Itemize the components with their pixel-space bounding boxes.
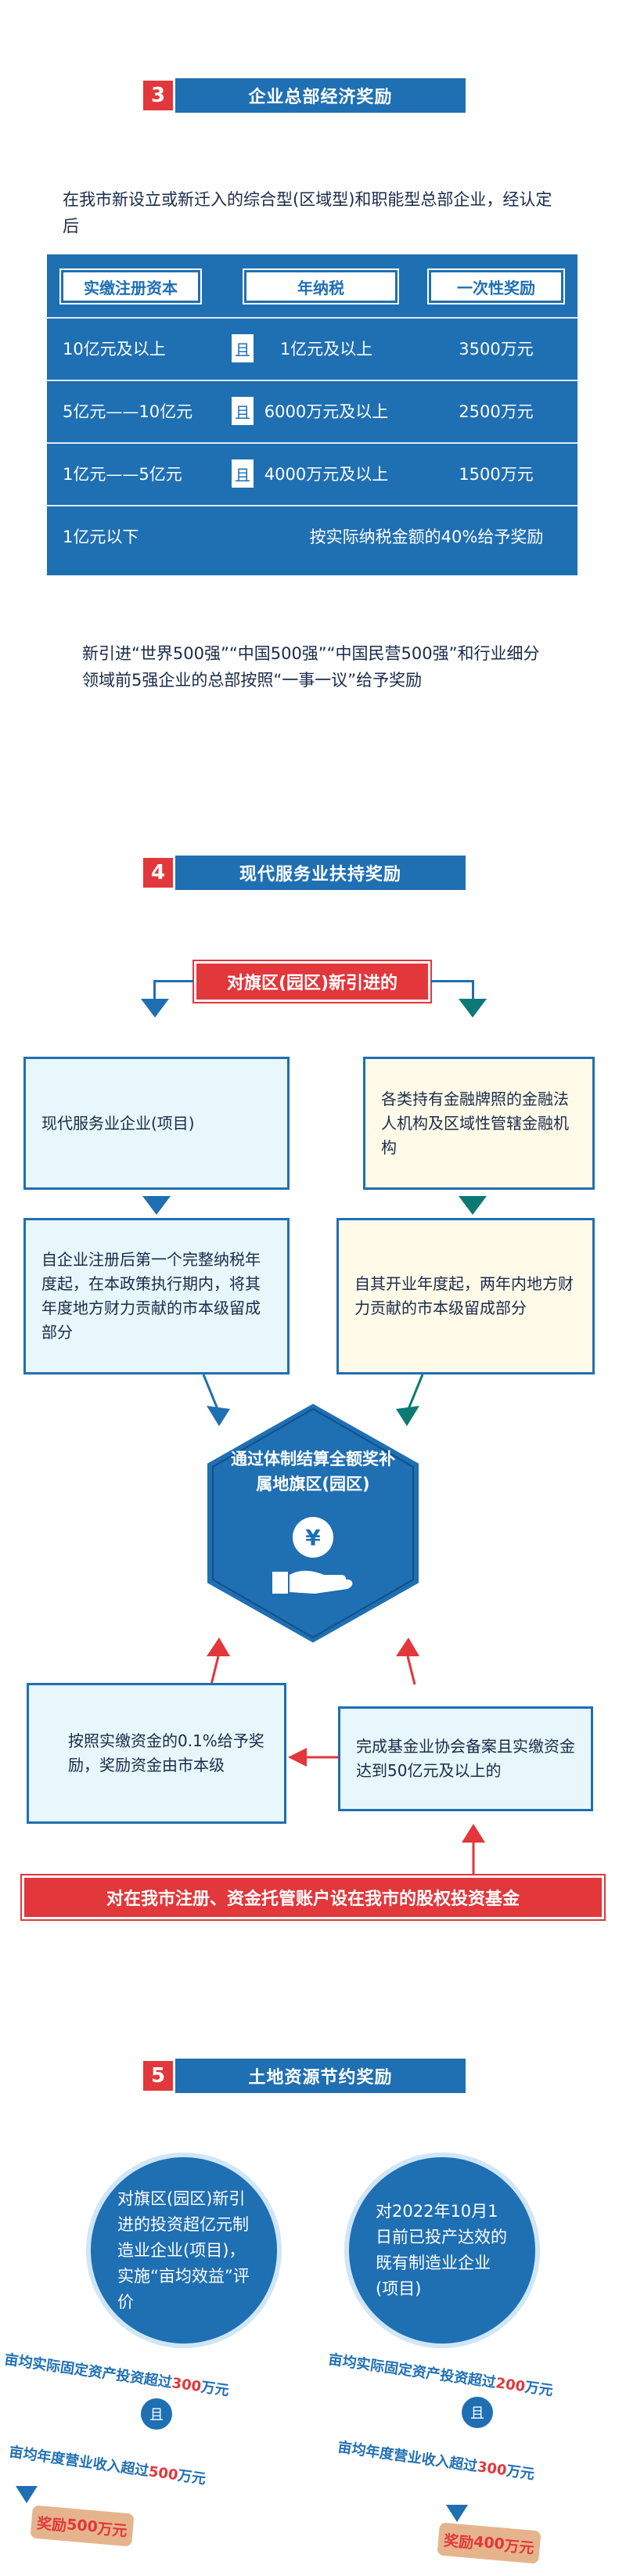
cell-capital: 5亿元——10亿元: [63, 402, 193, 421]
left-condition-revenue: 亩均年度营业收入超过500万元: [8, 2441, 207, 2488]
section-3-header: 3 企业总部经济奖励: [141, 78, 466, 113]
arrow-down-icon: [459, 1196, 487, 1215]
arrow-down-icon: [16, 2486, 38, 2503]
award-value: 500: [66, 2516, 99, 2536]
section-5-header: 5 土地资源节约奖励: [141, 2059, 466, 2093]
table-header-award: 一次性奖励: [427, 268, 565, 304]
and-marker: 且: [462, 2397, 493, 2428]
arrow-icon: [396, 1406, 419, 1426]
section-3-note: 新引进“世界500强”“中国500强”“中国民营500强”和行业细分领域前5强企…: [82, 644, 540, 690]
condition-value: 200: [495, 2375, 527, 2396]
and-marker: 且: [230, 458, 255, 489]
arrow-left-icon: [288, 1748, 338, 1767]
and-marker: 且: [141, 2398, 172, 2430]
financial-contribution-box: 自其开业年度起，两年内地方财力贡献的市本级留成部分: [336, 1218, 595, 1374]
arrow-down-icon: [142, 1196, 171, 1215]
fund-reward-box: 按照实缴资金的0.1%给予奖励，奖励资金由市本级: [27, 1683, 286, 1824]
connector: [153, 980, 156, 999]
row-divider: [47, 380, 577, 381]
cell-tax: 1亿元及以上: [279, 340, 373, 358]
table-header-tax: 年纳税: [243, 268, 399, 304]
box-text: 自其开业年度起，两年内地方财力贡献的市本级留成部分: [354, 1274, 574, 1317]
arrow-icon: [207, 1406, 230, 1426]
condition-unit: 万元: [200, 2379, 231, 2400]
row-divider: [47, 505, 577, 506]
circle-text: 对旗区(园区)新引进的投资超亿元制造业企业(项目)，实施“亩均效益”评价: [117, 2189, 250, 2311]
award-unit: 万元: [96, 2520, 128, 2540]
and-marker: 且: [230, 333, 255, 364]
arrow-up-icon: [462, 1824, 485, 1875]
condition-unit: 万元: [505, 2463, 536, 2484]
connector: [472, 980, 474, 999]
condition-text: 亩均年度营业收入超过: [8, 2444, 150, 2480]
arrow-up-icon: [207, 1637, 230, 1656]
section-3-intro: 在我市新设立或新迁入的综合型(区域型)和职能型总部企业，经认定后: [63, 190, 552, 236]
right-circle: 对2022年10月1日前已投产达效的既有制造业企业(项目): [344, 2153, 540, 2348]
financial-institution-box: 各类持有金融牌照的金融法人机构及区域性管辖金融机构: [363, 1057, 595, 1190]
cell-note: 按实际纳税金额的40%给予奖励: [309, 528, 544, 546]
section-number: 5: [141, 2059, 175, 2093]
modern-service-enterprise-box: 现代服务业企业(项目): [23, 1057, 290, 1190]
cell-capital: 10亿元及以上: [63, 340, 166, 358]
fund-condition-box: 完成基金业协会备案且实缴资金达到50亿元及以上的: [338, 1706, 593, 1811]
circle-text: 对2022年10月1日前已投产达效的既有制造业企业(项目): [376, 2202, 507, 2298]
left-condition-investment: 亩均实际固定资产投资超过300万元: [3, 2348, 230, 2400]
connector: [153, 980, 194, 982]
arrow-down-icon: [141, 999, 169, 1018]
box-text: 按照实缴资金的0.1%给予奖励，奖励资金由市本级: [68, 1731, 264, 1774]
row-divider: [47, 317, 577, 319]
condition-unit: 万元: [176, 2467, 207, 2488]
yen-coin-icon: ¥: [293, 1517, 333, 1558]
cell-capital: 1亿元——5亿元: [63, 465, 182, 484]
box-text: 自企业注册后第一个完整纳税年度起，在本政策执行期内，将其年度地方财力贡献的市本级…: [41, 1250, 261, 1342]
box-text: 现代服务业企业(项目): [41, 1113, 195, 1133]
hand-icon: [272, 1570, 353, 1594]
headquarters-award-table: 实缴注册资本 年纳税 一次性奖励 10亿元及以上 且 1亿元及以上 3500万元…: [47, 254, 577, 575]
section-4-header: 4 现代服务业扶持奖励: [141, 856, 466, 890]
condition-value: 300: [476, 2459, 508, 2480]
section-title: 现代服务业扶持奖励: [239, 865, 401, 884]
upward-arrows: [207, 1637, 419, 1685]
connector: [430, 980, 474, 982]
condition-text: 亩均实际固定资产投资超过: [3, 2351, 174, 2391]
award-text: 奖励: [443, 2531, 475, 2552]
condition-text: 亩均实际固定资产投资超过: [327, 2351, 498, 2391]
award-value: 400: [473, 2533, 505, 2553]
hexagon-text: 通过体制结算全额奖补属地旗区(园区): [231, 1450, 395, 1493]
cell-award: 1500万元: [459, 465, 534, 484]
award-unit: 万元: [503, 2537, 535, 2557]
row-divider: [47, 442, 577, 444]
box-text: 完成基金业协会备案且实缴资金达到50亿元及以上的: [356, 1737, 575, 1780]
bottom-label: 对在我市注册、资金托管账户设在我市的股权投资基金: [22, 1875, 604, 1919]
award-text: 奖励: [36, 2514, 68, 2535]
cell-award: 2500万元: [459, 402, 534, 421]
arrow-down-icon: [459, 999, 487, 1018]
condition-text: 亩均年度营业收入超过: [336, 2439, 479, 2475]
box-text: 各类持有金融牌照的金融法人机构及区域性管辖金融机构: [381, 1089, 569, 1157]
enterprise-tax-contribution-box: 自企业注册后第一个完整纳税年度起，在本政策执行期内，将其年度地方财力贡献的市本级…: [23, 1218, 290, 1374]
table-header-capital: 实缴注册资本: [59, 268, 202, 304]
section-number: 4: [141, 856, 175, 890]
top-label: 对旗区(园区)新引进的: [194, 961, 430, 1002]
arrow-up-icon: [396, 1637, 419, 1656]
section-title: 土地资源节约奖励: [248, 2068, 393, 2088]
right-condition-investment: 亩均实际固定资产投资超过200万元: [327, 2348, 554, 2400]
right-condition-revenue: 亩均年度营业收入超过300万元: [336, 2436, 536, 2484]
section-number: 3: [141, 78, 175, 113]
left-circle: 对旗区(园区)新引进的投资超亿元制造业企业(项目)，实施“亩均效益”评价: [86, 2153, 282, 2348]
cell-tax: 4000万元及以上: [264, 465, 389, 484]
and-marker: 且: [230, 395, 255, 427]
converging-arrows: [202, 1374, 424, 1426]
cell-tax: 6000万元及以上: [264, 402, 389, 421]
cell-capital: 1亿元以下: [63, 528, 139, 546]
arrow-down-icon: [446, 2505, 468, 2522]
section-title: 企业总部经济奖励: [248, 88, 393, 107]
cell-award: 3500万元: [459, 340, 534, 358]
condition-unit: 万元: [523, 2379, 555, 2400]
condition-value: 500: [147, 2463, 179, 2484]
condition-value: 300: [171, 2375, 203, 2396]
